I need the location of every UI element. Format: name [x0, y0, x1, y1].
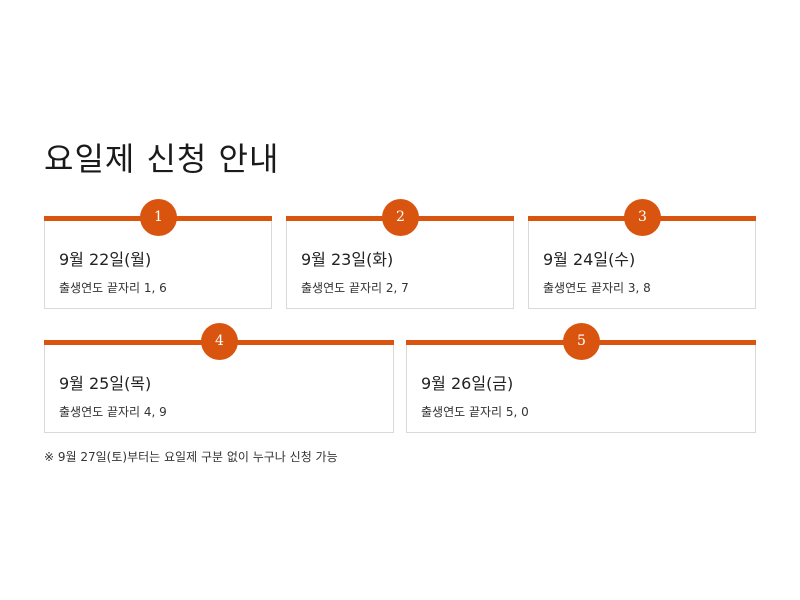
- footnote: ※ 9월 27일(토)부터는 요일제 구분 없이 누구나 신청 가능: [44, 450, 338, 464]
- card-date: 9월 23일(화): [301, 250, 394, 269]
- card-description: 출생연도 끝자리 2, 7: [301, 281, 409, 295]
- schedule-card-2: 2 9월 23일(화) 출생연도 끝자리 2, 7: [286, 199, 514, 309]
- step-number-badge: 5: [563, 323, 600, 360]
- schedule-card-4: 4 9월 25일(목) 출생연도 끝자리 4, 9: [44, 323, 394, 433]
- card-description: 출생연도 끝자리 1, 6: [59, 281, 167, 295]
- step-number-badge: 4: [201, 323, 238, 360]
- card-date: 9월 22일(월): [59, 250, 152, 269]
- card-description: 출생연도 끝자리 5, 0: [421, 405, 529, 419]
- schedule-card-5: 5 9월 26일(금) 출생연도 끝자리 5, 0: [406, 323, 756, 433]
- card-date: 9월 24일(수): [543, 250, 636, 269]
- step-number-badge: 3: [624, 199, 661, 236]
- card-description: 출생연도 끝자리 4, 9: [59, 405, 167, 419]
- step-number-badge: 2: [382, 199, 419, 236]
- schedule-card-3: 3 9월 24일(수) 출생연도 끝자리 3, 8: [528, 199, 756, 309]
- page-title: 요일제 신청 안내: [44, 140, 280, 178]
- step-number-badge: 1: [140, 199, 177, 236]
- card-description: 출생연도 끝자리 3, 8: [543, 281, 651, 295]
- card-date: 9월 26일(금): [421, 374, 514, 393]
- schedule-card-1: 1 9월 22일(월) 출생연도 끝자리 1, 6: [44, 199, 272, 309]
- card-date: 9월 25일(목): [59, 374, 152, 393]
